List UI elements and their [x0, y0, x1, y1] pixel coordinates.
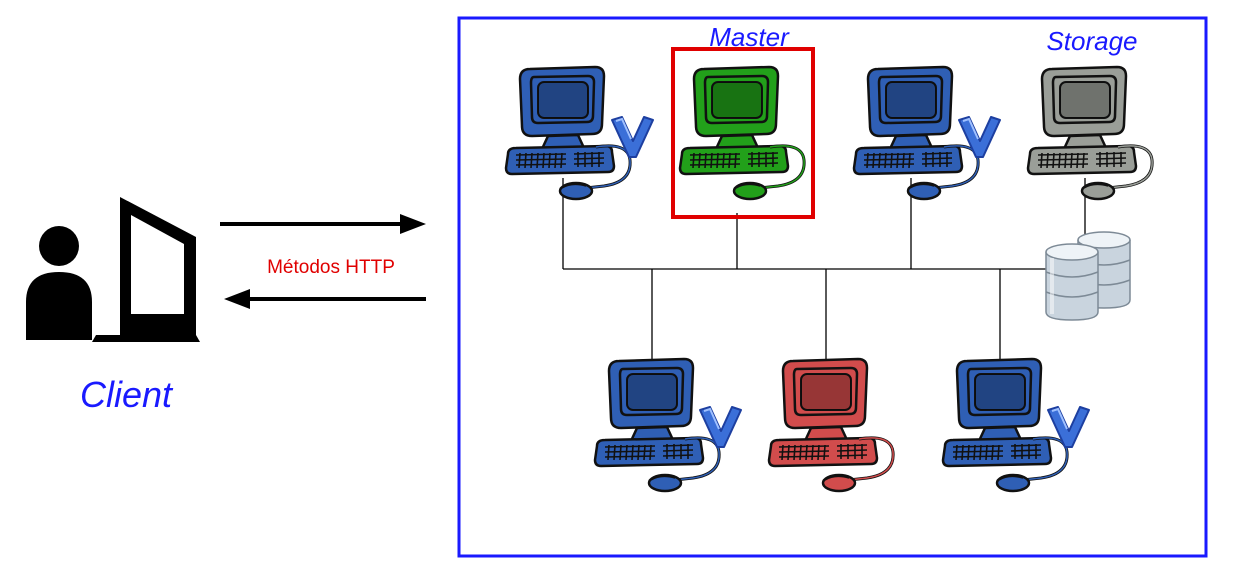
- worker-node-bottom-1: [593, 357, 721, 493]
- client-label: Client: [80, 374, 174, 415]
- v-badge-icon: [699, 406, 742, 448]
- http-methods-label: Métodos HTTP: [267, 257, 395, 278]
- master-highlight-box: [671, 47, 815, 219]
- storage-label: Storage: [1046, 26, 1137, 56]
- worker-node-bottom-2: [941, 357, 1069, 493]
- v-badge-icon: [1047, 406, 1090, 448]
- database-icon: [1044, 230, 1132, 322]
- master-node: [678, 65, 806, 201]
- request-arrow: [220, 214, 426, 234]
- client-icon: [26, 197, 200, 342]
- response-arrow: [224, 289, 426, 309]
- worker-node-top-1: [504, 65, 632, 201]
- v-badge-icon: [958, 116, 1001, 158]
- network-wiring: [562, 178, 1086, 360]
- standby-node: [767, 357, 895, 493]
- worker-node-top-2: [852, 65, 980, 201]
- storage-node: [1026, 65, 1154, 201]
- v-badge-icon: [611, 116, 654, 158]
- cluster-boundary: [457, 16, 1208, 558]
